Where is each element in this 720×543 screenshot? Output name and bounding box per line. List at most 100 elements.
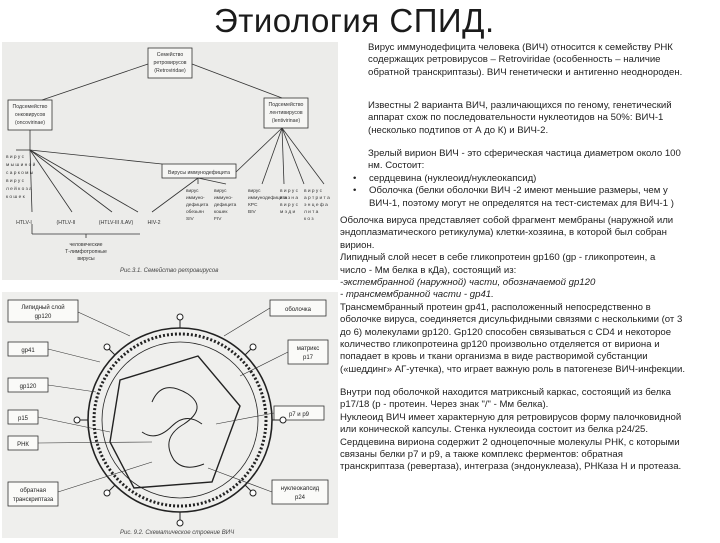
oncovirinae-line2: онковирусов <box>15 112 46 118</box>
rt-label: обратная <box>20 488 46 494</box>
text-line: до 6) молекулами gp120. Gp120 способен с… <box>340 326 672 338</box>
lentivirinae-line3: (lentivirinae) <box>272 118 301 124</box>
matrix-label: матрикс <box>297 346 319 352</box>
siv-line5: SIV <box>186 216 195 222</box>
fiv-line1: вирус <box>214 189 227 194</box>
paragraph-matrix-nucleoid: Внутри под оболочкой находится матриксны… <box>340 387 710 474</box>
p15-label: p15 <box>18 416 29 422</box>
root-node-line1: Семейство <box>157 51 184 58</box>
visna-line4: м э д и <box>280 210 296 215</box>
root-node-line2: ретровирусов <box>153 60 186 66</box>
visna-line1: в и р у с <box>280 189 299 194</box>
leaf-htlv-3: (HTLV-III /LAV) <box>99 220 134 226</box>
hiv-structure-svg: Липидный слой gp120 оболочка gp41 матрик… <box>7 299 329 536</box>
fiv-line3: дефицита <box>214 202 237 208</box>
siv-line3: дефицита <box>186 202 209 208</box>
biv-line4: BIV <box>248 209 257 215</box>
biv-line2: иммунодефицита <box>248 195 288 201</box>
text-line: вирион. <box>340 239 375 251</box>
text-line: транскриптаза (ревертаза), интеграза (эн… <box>340 461 682 473</box>
fiv-line2: иммуно- <box>214 196 233 201</box>
caev-line3: э н ц е ф а <box>304 202 328 208</box>
text-line: Вирус иммунодефицита человека (ВИЧ) отно… <box>368 42 673 53</box>
left-vertical-4: в и р у с <box>6 179 25 184</box>
leaf-htlv-2: (HTLV-II <box>57 220 76 226</box>
lentivirinae-line2: лентивирусов <box>269 110 303 116</box>
nucleocapsid-label: нуклеокапсид <box>281 486 320 492</box>
family-tree-svg: Семейство ретровирусов (Retroviridae) По… <box>6 47 330 274</box>
hiv-structure-diagram: Липидный слой gp120 оболочка gp41 матрик… <box>2 292 338 538</box>
virion-components-list: • сердцевина (нуклеоид/нуклеокапсид) • О… <box>353 173 699 210</box>
left-vertical-2: м ы ш и н о й <box>6 161 36 168</box>
caev-line1: в и р у с <box>304 189 323 194</box>
siv-line1: вирус <box>186 189 199 194</box>
text-line: количество гликопротеина gp120 произволь… <box>340 339 660 351</box>
figure2-caption: Рис. 9.2. Схематическое строение ВИЧ <box>120 530 235 536</box>
leaf-hiv-2: HIV-2 <box>148 220 161 226</box>
lipid-gp120-label: gp120 <box>35 314 52 320</box>
visna-line2: в и з н а <box>280 196 298 201</box>
paragraph-hiv-variants: Известны 2 варианта ВИЧ, различающихся п… <box>368 100 698 137</box>
paragraph-envelope: Оболочка вируса представляет собой фрагм… <box>340 215 710 376</box>
text-line: эндоплазматического ретикулума) клетки-х… <box>340 227 667 239</box>
gp120-label: gp120 <box>20 384 37 390</box>
text-line: Сердцевина вириона содержит 2 одноцепочн… <box>340 436 680 448</box>
retrovirus-family-diagram: Семейство ретровирусов (Retroviridae) По… <box>2 42 338 280</box>
slide-title: Этиология СПИД. <box>214 2 495 39</box>
biv-line1: вирус <box>248 189 261 194</box>
visna-line3: в и р у с <box>280 203 299 208</box>
list-item: • сердцевина (нуклеоид/нуклеокапсид) <box>353 173 699 185</box>
nucleocapsid-p24-label: p24 <box>295 495 306 501</box>
left-vertical-6: к о ш е к <box>6 195 26 200</box>
figure1-caption: Рис.3.1. Семейство ретровирусов <box>120 267 218 274</box>
text-line: или конической капсулы. Стенка нуклеоида… <box>340 424 649 436</box>
left-vertical-1: в и р у с <box>6 155 25 160</box>
text-line: -экстембранной (наружной) части, обознач… <box>340 277 596 289</box>
siv-line2: иммуно- <box>186 196 205 201</box>
caev-line2: а р т р и т а <box>304 196 330 201</box>
text-line: оболочке вируса, соединяется дисульфидны… <box>340 314 683 326</box>
text-line: Липидный слой несет в себе гликопротеин … <box>340 252 656 264</box>
fiv-line4: кошек <box>214 210 228 215</box>
rna-label: РНК <box>17 442 29 448</box>
text-line: связаны белки р7 и р9, а также комплекс … <box>340 449 623 461</box>
caev-line4: л и т а <box>304 210 319 215</box>
text-line: Известны 2 варианта ВИЧ, различающихся п… <box>368 100 672 111</box>
immunodeficiency-viruses-node: Вирусы иммунодефицита <box>168 170 230 176</box>
text-line: попадает в кровь и ткани организма в вид… <box>340 351 648 363</box>
text-line: аппарат схож по последовательности нукле… <box>368 112 664 124</box>
text-line: содержащих ретровирусов – Retroviridae (… <box>368 54 661 66</box>
caev-line5: к о з <box>304 217 314 222</box>
paragraph-hiv-intro: Вирус иммунодефицита человека (ВИЧ) отно… <box>368 42 698 79</box>
text-line: Оболочка (белки оболочки ВИЧ -2 имеют ме… <box>369 185 668 197</box>
lipid-label: Липидный слой <box>21 304 64 311</box>
bracket-line3: вирусы <box>77 256 95 262</box>
bullet-icon: • <box>353 185 357 197</box>
envelope-label: оболочка <box>285 307 312 313</box>
leaf-htlv-1: HTLV-I <box>16 220 32 226</box>
text-line: ВИЧ-1, поэтому могут не определятся на т… <box>369 197 674 209</box>
bracket-line1: человеческие <box>69 242 102 248</box>
text-line: - трансмембранной части - gp41. <box>340 289 494 301</box>
text-line: Нуклеоид ВИЧ имеет характерную для ретро… <box>340 411 682 423</box>
biv-line3: КРС <box>248 202 258 208</box>
matrix-p17-label: p17 <box>303 355 314 361</box>
left-vertical-5: л е й к о з а <box>6 185 32 192</box>
text-line: сердцевина (нуклеоид/нуклеокапсид) <box>369 173 537 184</box>
list-item: • Оболочка (белки оболочки ВИЧ -2 имеют … <box>353 185 699 210</box>
text-line: нм. Состоит: <box>368 160 425 172</box>
paragraph-virion: Зрелый вирион ВИЧ - это сферическая част… <box>368 148 698 173</box>
rt-label-2: транскриптаза <box>13 497 54 503</box>
bracket-line2: Т-лимфотропные <box>65 249 107 255</box>
oncovirinae-line1: Подсемейство <box>13 103 48 110</box>
p7-p9-label: p7 и p9 <box>289 412 310 418</box>
text-line: число - Мм белка в кДа), состоящий из: <box>340 264 517 276</box>
text-line: Зрелый вирион ВИЧ - это сферическая част… <box>368 148 681 159</box>
text-line: (несколько подтипов от А до К) и ВИЧ-2. <box>368 124 549 136</box>
siv-line4: обезьян <box>186 209 204 215</box>
text-line: обратной транскриптазы). ВИЧ генетически… <box>368 66 683 78</box>
gp41-label: gp41 <box>21 348 35 354</box>
text-line: Внутри под оболочкой находится матриксны… <box>340 387 672 398</box>
fiv-line5: FIV <box>214 216 222 222</box>
text-line: Трансмембранный протеин gp41, расположен… <box>340 301 651 313</box>
